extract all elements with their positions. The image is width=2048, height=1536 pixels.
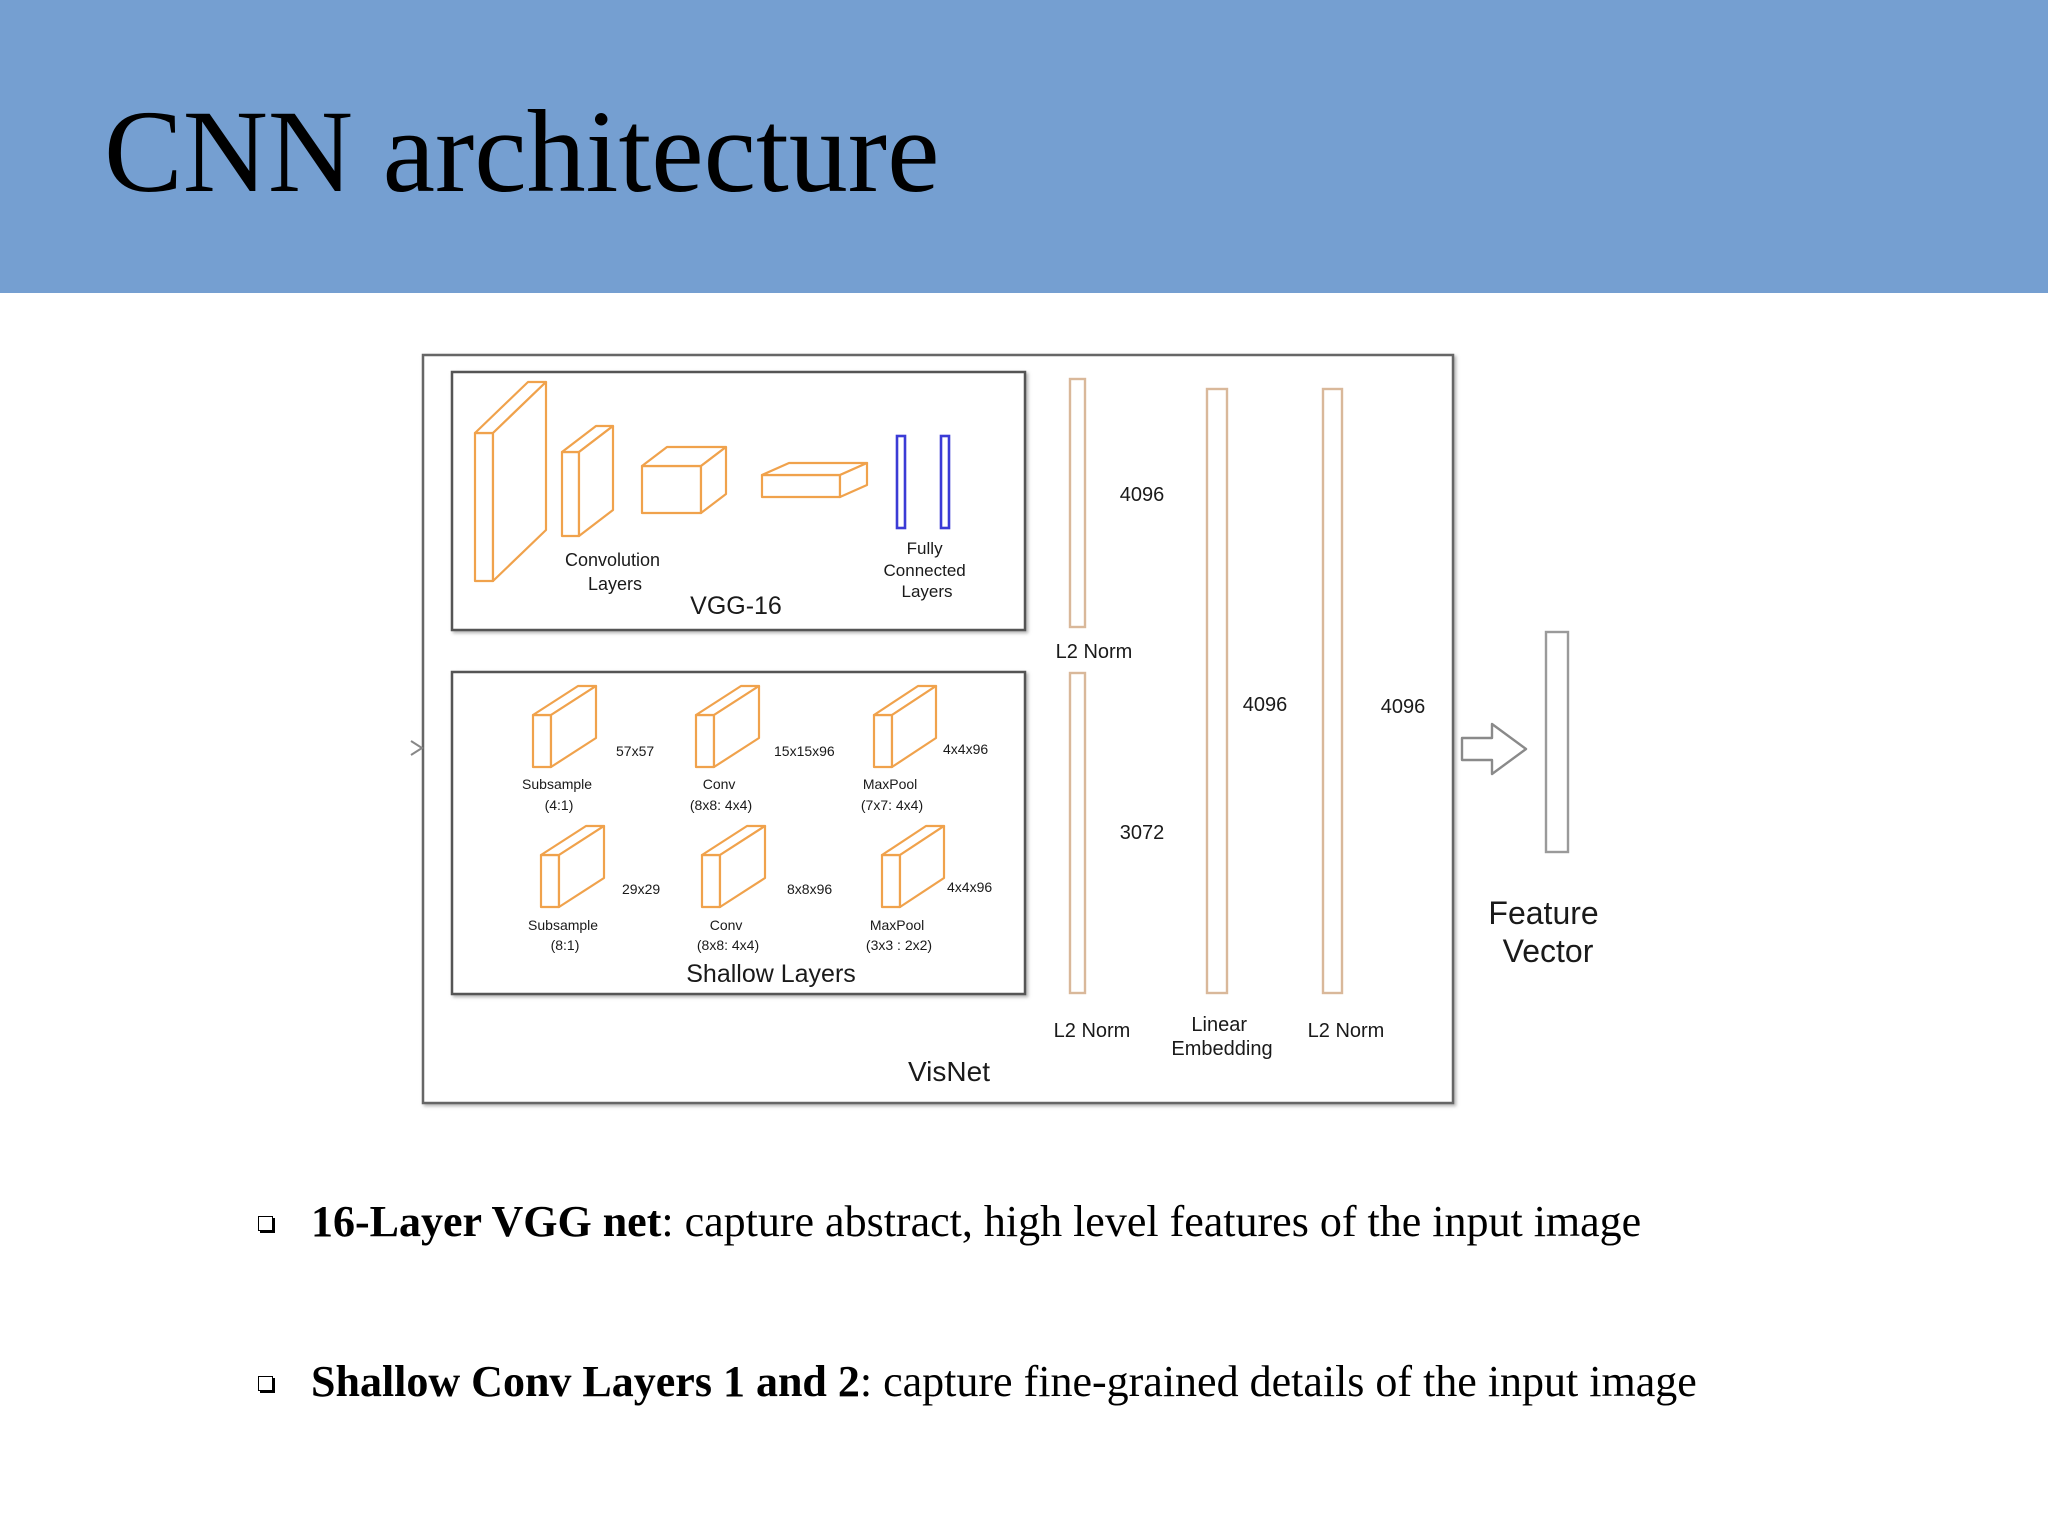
bullet-shallow-bold: Shallow Conv Layers 1 and 2: [311, 1357, 860, 1406]
label-conv-1-line2: (8x8: 4x4): [690, 797, 752, 813]
slide-title: CNN architecture: [104, 86, 940, 217]
bullet-square-icon: [258, 1216, 273, 1232]
vgg-fc-label-line1: Fully: [907, 539, 943, 558]
label-conv-1: Conv (8x8: 4x4): [690, 776, 752, 813]
output-feature-vector: [1544, 630, 1570, 854]
title-banner: [0, 0, 2048, 293]
label-maxpool-1-line2: (7x7: 4x4): [861, 797, 923, 813]
vgg16-title: VGG-16: [690, 592, 782, 620]
vgg-fc-bar-1: [895, 434, 907, 530]
dim-15x15x96: 15x15x96: [774, 743, 835, 759]
label-maxpool-1-line1: MaxPool: [863, 776, 917, 792]
bullet-square-icon: [258, 1376, 273, 1392]
label-subsample-4-1-line1: Subsample: [522, 776, 592, 792]
shallow-block-subsample-8-1: [539, 824, 606, 909]
label-subsample-4-1-line2: (4:1): [545, 797, 574, 813]
vgg-fc-label: Fully Connected Layers: [884, 539, 971, 601]
vgg-conv-label-line1: Convolution: [565, 550, 660, 570]
vgg-conv-label-line2: Layers: [588, 574, 642, 594]
label-maxpool-2-line2: (3x3 : 2x2): [866, 937, 932, 953]
vgg-fc-bars: [895, 434, 951, 530]
dim-3072: 3072: [1120, 822, 1165, 844]
shallow-block-maxpool-2: [880, 824, 946, 909]
linear-embedding-label-line1: Linear: [1191, 1014, 1247, 1036]
vgg-conv-block-2: [560, 424, 615, 538]
vector-bars: [1068, 377, 1344, 995]
l2-norm-final: L2 Norm: [1308, 1020, 1385, 1042]
shallow-feature-vector: [1068, 671, 1087, 995]
shallow-block-maxpool-1: [872, 684, 938, 769]
linear-embedding-label: Linear Embedding: [1171, 1014, 1272, 1060]
linear-embedding-vector: [1205, 387, 1229, 995]
vector-labels: 4096 L2 Norm 3072 L2 Norm 4096 Linear Em…: [1054, 484, 1426, 1060]
shallow-row1-blocks: [531, 684, 938, 769]
dim-4096-embedding: 4096: [1243, 694, 1288, 716]
shallow-block-subsample-4-1: [531, 684, 598, 769]
feature-vector-label-line2: Vector: [1503, 933, 1594, 969]
shallow-layers-title: Shallow Layers: [686, 960, 856, 988]
linear-embedding-label-line2: Embedding: [1171, 1038, 1272, 1060]
vgg-conv-block-3: [640, 445, 728, 515]
shallow-dims: 57x57 15x15x96 4x4x96 29x29 8x8x96 4x4x9…: [616, 741, 992, 897]
label-maxpool-1: MaxPool (7x7: 4x4): [861, 776, 923, 813]
dim-4x4x96-top: 4x4x96: [943, 741, 988, 757]
bullet-shallow-text: : capture fine-grained details of the in…: [859, 1357, 1697, 1406]
vgg-feature-vector: [1068, 377, 1087, 629]
label-conv-2-line2: (8x8: 4x4): [697, 937, 759, 953]
shallow-block-conv-1: [694, 684, 761, 769]
feature-vector-label: Feature Vector: [1488, 895, 1607, 969]
dim-29x29: 29x29: [622, 881, 660, 897]
input-arrow-icon: [410, 740, 424, 756]
vgg-fc-label-line3: Layers: [901, 582, 952, 601]
dim-4x4x96-bottom: 4x4x96: [947, 879, 992, 895]
shallow-row2-blocks: [539, 824, 946, 909]
dim-57x57: 57x57: [616, 743, 654, 759]
dim-4096-final: 4096: [1381, 696, 1426, 718]
bullet-shallow: Shallow Conv Layers 1 and 2: capture fin…: [258, 1354, 2018, 1410]
l2-norm-top: L2 Norm: [1056, 641, 1133, 663]
vgg-conv-label: Convolution Layers: [565, 550, 665, 594]
l2-norm-bottom: L2 Norm: [1054, 1020, 1131, 1042]
bullet-vgg-bold: 16-Layer VGG net: [311, 1197, 662, 1246]
vgg-conv-block-4: [760, 461, 869, 499]
vgg-fc-bar-2: [939, 434, 951, 530]
visnet-label: VisNet: [908, 1056, 990, 1087]
label-subsample-4-1: Subsample (4:1): [522, 776, 596, 813]
dim-8x8x96: 8x8x96: [787, 881, 832, 897]
l2-norm-final-vector: [1321, 387, 1344, 995]
label-subsample-8-1: Subsample (8:1): [528, 917, 602, 953]
vgg-conv-block-1: [473, 380, 548, 583]
shallow-block-conv-2: [700, 824, 767, 909]
label-subsample-8-1-line1: Subsample: [528, 917, 598, 933]
dim-4096-vgg: 4096: [1120, 484, 1165, 506]
feature-vector-label-line1: Feature: [1488, 895, 1598, 931]
vgg16-panel: [450, 370, 1027, 632]
label-maxpool-2: MaxPool (3x3 : 2x2): [866, 917, 932, 953]
label-conv-2: Conv (8x8: 4x4): [697, 917, 759, 953]
vgg-fc-label-line2: Connected: [884, 561, 966, 580]
label-conv-1-line1: Conv: [703, 776, 736, 792]
vgg-conv-blocks: [473, 380, 869, 583]
bullet-vgg: 16-Layer VGG net: capture abstract, high…: [258, 1194, 2018, 1250]
shallow-labels: Subsample (4:1) Conv (8x8: 4x4) MaxPool …: [522, 776, 932, 953]
label-conv-2-line1: Conv: [710, 917, 743, 933]
label-subsample-8-1-line2: (8:1): [551, 937, 580, 953]
output-arrow-icon: [1460, 722, 1528, 776]
label-maxpool-2-line1: MaxPool: [870, 917, 924, 933]
bullet-vgg-text: : capture abstract, high level features …: [661, 1197, 1642, 1246]
